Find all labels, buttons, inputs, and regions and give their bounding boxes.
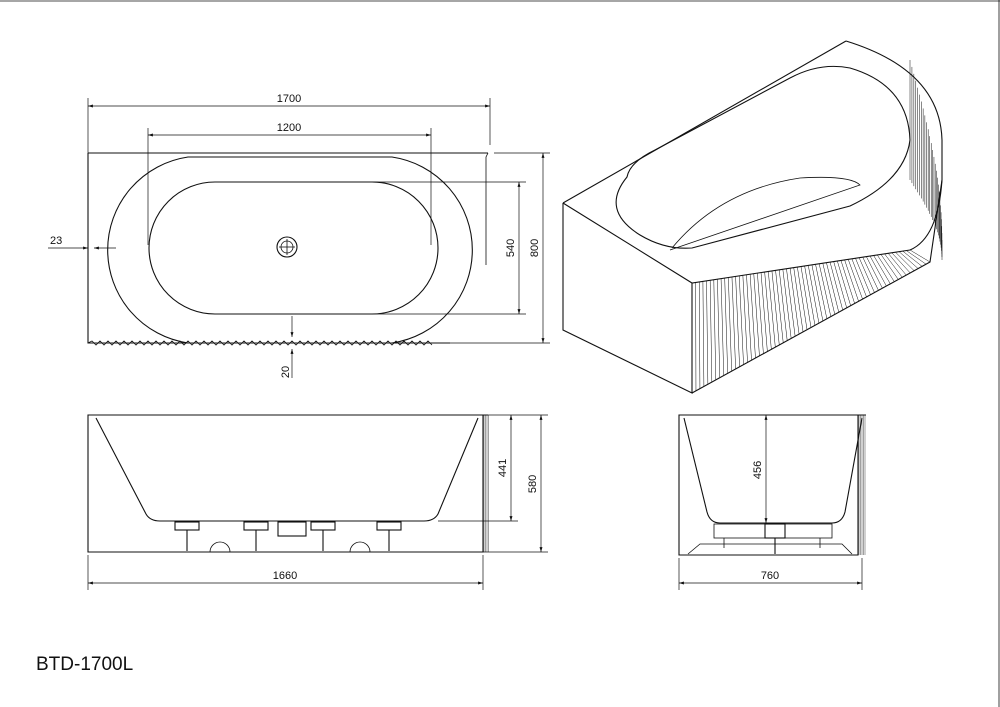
dim-front-length: 1660 <box>87 555 484 590</box>
dim-label: 456 <box>752 461 764 479</box>
dim-side-inner-depth: 456 <box>752 415 768 523</box>
dim-label: 20 <box>280 366 292 378</box>
dim-top-gap: 20 <box>280 316 294 378</box>
fluted-panel <box>691 60 943 393</box>
dim-top-length: 1700 <box>87 93 491 153</box>
side-view <box>678 414 866 556</box>
dim-label: 760 <box>761 570 779 582</box>
dim-label: 580 <box>527 475 539 493</box>
dim-label: 1660 <box>273 570 297 582</box>
side-feet <box>687 523 853 555</box>
dim-label: 540 <box>505 239 517 257</box>
dim-label: 800 <box>529 239 541 257</box>
dim-front-inner-depth: 441 <box>438 414 518 522</box>
dim-top-inner-width: 540 <box>372 181 526 315</box>
feet <box>174 521 402 553</box>
isometric-view <box>562 40 943 394</box>
fluted-edge <box>483 415 489 552</box>
drain-icon <box>276 236 298 258</box>
dim-top-rim: 23 <box>48 235 116 250</box>
top-view <box>87 152 489 346</box>
dim-front-height: 580 <box>483 414 548 553</box>
dim-label: 23 <box>50 235 62 247</box>
dim-label: 441 <box>497 459 509 477</box>
fluted-edge <box>858 415 866 555</box>
front-view <box>87 414 489 553</box>
dim-label: 1200 <box>277 122 301 134</box>
dim-label: 1700 <box>277 93 301 105</box>
model-code: BTD-1700L <box>36 654 134 675</box>
dim-top-width: 800 <box>430 152 550 344</box>
dim-top-inner-length: 1200 <box>147 122 432 245</box>
dim-side-width: 760 <box>678 558 863 590</box>
